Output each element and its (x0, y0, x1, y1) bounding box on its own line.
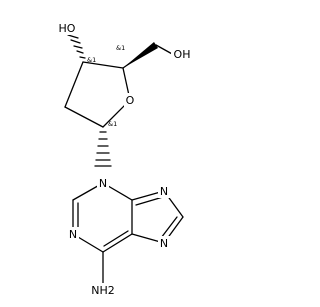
bond-c6-c5p (102, 233, 133, 253)
atom-nh2: NH2 (91, 284, 115, 297)
atom-n-9: N (99, 177, 107, 190)
hashed-wedge-c3-o3 (67, 34, 86, 59)
bond-c2p-n7-double (160, 216, 178, 239)
bonds (64, 34, 184, 285)
stereo-label-c3: &1 (87, 56, 96, 64)
bond-c3-c4 (82, 61, 124, 69)
bond-c1-c2 (64, 106, 104, 128)
atom-o-hydroxyl-5: OH (174, 48, 191, 61)
hashed-wedge-c1-n9 (94, 131, 112, 167)
atom-labels: HO OH O N N N N NH2 (55, 21, 193, 297)
stereo-label-c4: &1 (116, 44, 125, 52)
atom-o-ring: O (126, 94, 135, 107)
atom-o-hydroxyl-3: HO (59, 22, 76, 35)
bold-wedge-c4-c5 (123, 42, 158, 68)
bond-c2-c3 (64, 61, 84, 108)
stereo-label-c1: &1 (108, 120, 117, 128)
atom-n-1: N (69, 228, 77, 241)
atom-n-3: N (160, 185, 168, 198)
atom-n-7: N (160, 237, 168, 250)
stereo-labels: &1 &1 &1 (87, 44, 125, 128)
bond-c6-c5p-double (103, 230, 129, 247)
molecule-structure: HO OH O N N N N NH2 &1 &1 &1 (55, 21, 193, 297)
bond-c4p-n3-double (135, 196, 164, 206)
